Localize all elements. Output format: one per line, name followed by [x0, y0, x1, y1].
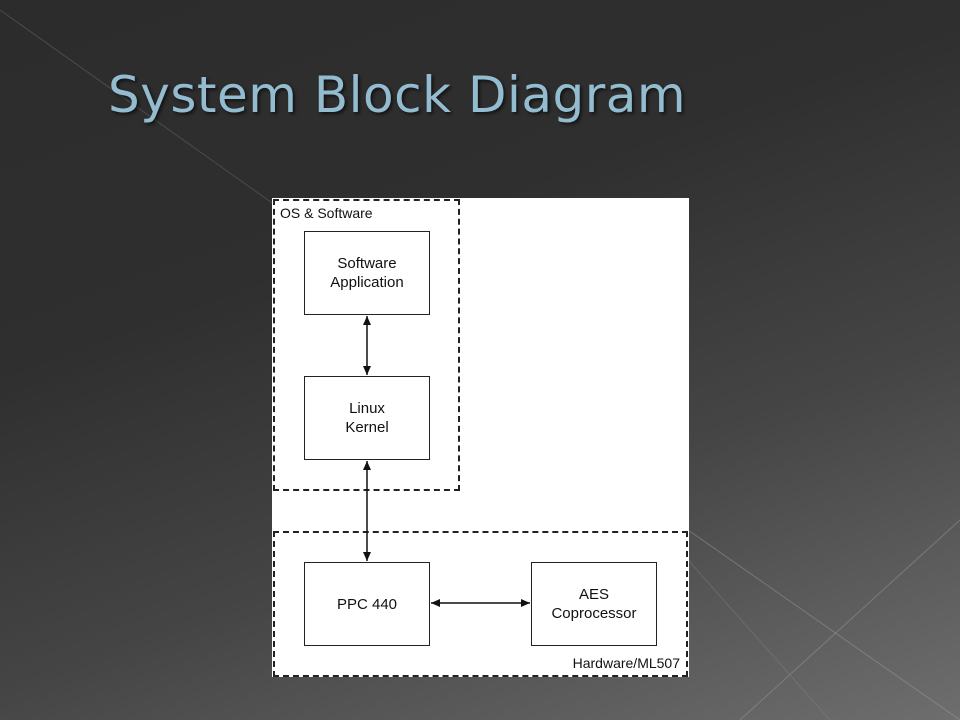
linux-kernel-block: Linux Kernel	[304, 376, 430, 460]
ppc440-block: PPC 440	[304, 562, 430, 646]
aes-coprocessor-block: AES Coprocessor	[531, 562, 657, 646]
slide-title: System Block Diagram	[108, 66, 687, 124]
hardware-group-label: Hardware/ML507	[572, 655, 680, 671]
software-application-block: Software Application	[304, 231, 430, 315]
hardware-group: Hardware/ML507	[273, 531, 688, 677]
block-diagram: OS & Software Hardware/ML507 Software Ap…	[272, 198, 689, 677]
os-software-group-label: OS & Software	[280, 205, 373, 221]
